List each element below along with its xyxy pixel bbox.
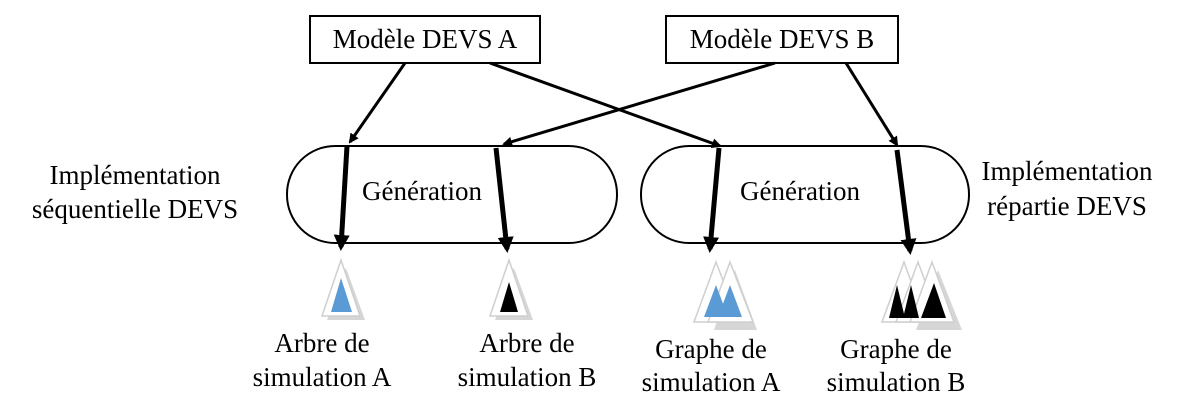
graph-a-icon [692, 259, 757, 330]
generation-left-label: Génération [362, 176, 482, 206]
graph-b-label-line2: simulation B [827, 367, 966, 397]
model-b-label: Modèle DEVS B [690, 24, 875, 54]
model-a-label: Modèle DEVS A [333, 24, 518, 54]
arrow-right-gen-to-graph-b [894, 149, 917, 255]
right-implementation-label: Implémentation répartie DEVS [982, 156, 1153, 221]
left-implementation-label: Implémentation séquentielle DEVS [32, 160, 238, 224]
graph-b-icon [880, 259, 962, 330]
arrow-a-to-left-gen [348, 62, 407, 144]
graph-a-label: Graphe de simulation A [642, 334, 781, 397]
tree-b-label-line1: Arbre de [479, 328, 574, 358]
tree-a-label-line1: Arbre de [274, 328, 369, 358]
tree-a-fill [331, 278, 352, 312]
arrow-b-to-right-gen [844, 62, 899, 147]
model-box-b: Modèle DEVS B [665, 15, 899, 64]
arrow-b-to-left-gen [502, 61, 776, 147]
left-label-line2: séquentielle DEVS [32, 194, 238, 224]
arrow-left-gen-to-tree-b [493, 147, 514, 253]
left-label-line1: Implémentation [50, 160, 221, 190]
graph-a-label-line1: Graphe de [655, 334, 767, 364]
generation-pill-left-frame [286, 145, 618, 244]
tree-b-label-line2: simulation B [458, 362, 597, 392]
graph-b-label: Graphe de simulation B [827, 334, 966, 397]
tree-b-icon [488, 257, 533, 320]
generation-pill-right: Génération [640, 145, 970, 244]
tree-b-label: Arbre de simulation B [458, 328, 597, 392]
graph-b-label-line1: Graphe de [840, 334, 952, 364]
graph-a-label-line2: simulation A [642, 367, 781, 397]
tree-a-label: Arbre de simulation A [253, 328, 392, 392]
tree-a-label-line2: simulation A [253, 362, 392, 392]
generation-pill-left: Génération [286, 145, 618, 244]
right-label-line2: répartie DEVS [987, 191, 1147, 221]
model-box-b-frame [665, 15, 899, 64]
arrow-a-to-right-gen [489, 61, 722, 148]
tree-a-icon [320, 257, 365, 320]
model-box-a: Modèle DEVS A [309, 15, 541, 64]
generation-right-label: Génération [740, 176, 860, 206]
right-label-line1: Implémentation [982, 156, 1153, 186]
tree-b-fill [500, 282, 518, 312]
generation-pill-right-frame [640, 145, 970, 244]
arrow-left-gen-to-tree-a [333, 145, 350, 251]
model-box-a-frame [309, 15, 541, 64]
arrow-right-gen-to-graph-a [703, 147, 722, 253]
